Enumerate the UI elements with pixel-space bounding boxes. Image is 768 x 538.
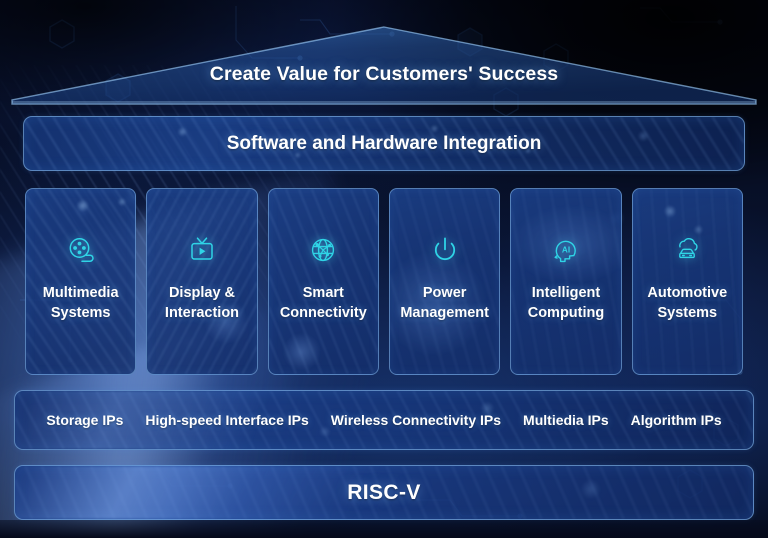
ip-block-wireless-connectivity[interactable]: Wireless Connectivity IPs <box>330 412 502 428</box>
integration-label: Software and Hardware Integration <box>226 132 542 154</box>
card-texture <box>632 189 742 374</box>
bar-texture <box>15 466 753 519</box>
power-button-icon <box>430 235 460 265</box>
pillar-label: Smart Connectivity <box>279 285 367 321</box>
pillar-label: Multimedia Systems <box>42 285 119 321</box>
ip-block-multimedia[interactable]: Multiedia IPs <box>523 412 609 428</box>
ip-blocks-list: Storage IPs High-speed Interface IPs Wir… <box>15 412 753 428</box>
connected-car-icon <box>672 235 702 265</box>
pillar-card-automotive-systems[interactable]: Automotive Systems <box>631 188 743 375</box>
globe-network-icon <box>308 235 338 265</box>
software-hardware-integration-bar[interactable]: Software and Hardware Integration <box>23 116 745 171</box>
tv-play-icon <box>187 235 217 265</box>
pillar-card-intelligent-computing[interactable]: AI Intelligent Computing <box>510 188 622 375</box>
bar-texture <box>24 117 744 170</box>
pillar-label: Power Management <box>400 285 489 321</box>
pillar-card-display-interaction[interactable]: Display & Interaction <box>146 188 258 375</box>
ai-head-icon: AI <box>551 235 581 265</box>
pillar-card-row: Multimedia Systems Display & Interaction <box>25 188 743 375</box>
pillar-label: Automotive Systems <box>647 285 728 321</box>
film-reel-icon <box>66 235 96 265</box>
svg-text:AI: AI <box>562 245 570 254</box>
bottom-edge-strip <box>0 520 768 538</box>
ip-block-high-speed-interface[interactable]: High-speed Interface IPs <box>145 412 309 428</box>
riscv-foundation-bar[interactable]: RISC-V <box>14 465 754 520</box>
pillar-card-multimedia-systems[interactable]: Multimedia Systems <box>25 188 137 375</box>
ip-block-storage[interactable]: Storage IPs <box>46 412 124 428</box>
card-texture <box>26 189 136 374</box>
pillar-card-power-management[interactable]: Power Management <box>388 188 501 375</box>
card-texture <box>511 189 621 374</box>
card-texture <box>147 189 257 374</box>
slide-headline: Create Value for Customers' Success <box>209 63 559 85</box>
ip-blocks-bar[interactable]: Storage IPs High-speed Interface IPs Wir… <box>14 390 754 450</box>
bar-texture <box>15 391 753 449</box>
card-texture <box>268 189 378 374</box>
pillar-label: Display & Interaction <box>164 285 240 321</box>
riscv-label: RISC-V <box>347 480 421 504</box>
ip-block-algorithm[interactable]: Algorithm IPs <box>630 412 722 428</box>
card-texture <box>389 189 500 374</box>
pillar-card-smart-connectivity[interactable]: Smart Connectivity <box>267 188 379 375</box>
pediment-roof <box>10 26 758 106</box>
pillar-label: Intelligent Computing <box>527 285 605 321</box>
